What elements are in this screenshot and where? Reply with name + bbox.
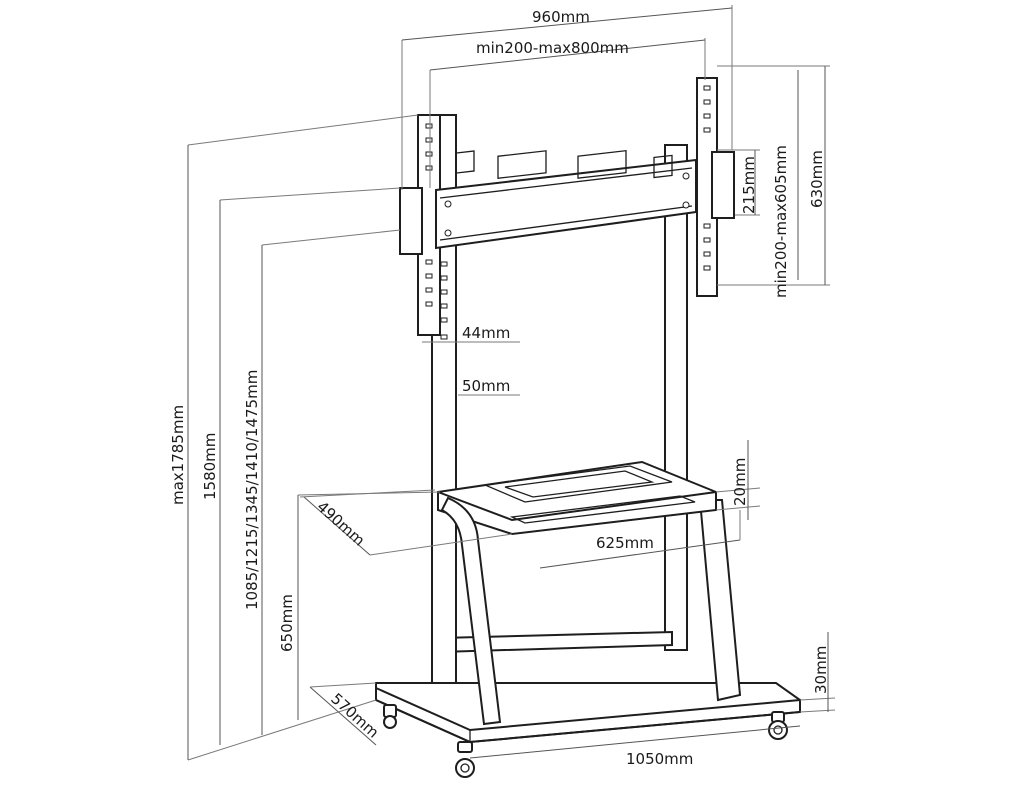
label-height-steps: 1085/1215/1345/1410/1475mm [243, 370, 261, 610]
right-clamp [711, 151, 735, 219]
stand-drawing [375, 77, 801, 778]
label-hole-spacing-50: 50mm [462, 377, 510, 395]
mounting-plate [435, 149, 697, 250]
caster-wheel [455, 741, 475, 778]
left-mount-rail [417, 114, 441, 336]
label-shelf-height: 650mm [278, 594, 296, 652]
label-vesa-horizontal: min200-max800mm [476, 39, 629, 57]
label-width-total: 960mm [532, 8, 590, 26]
caster-wheel [768, 711, 788, 740]
label-vesa-vertical: min200-max605mm [772, 145, 790, 298]
label-mount-offset: 215mm [740, 156, 758, 214]
label-shelf-depth: 490mm [313, 498, 368, 550]
label-shelf-width: 625mm [596, 534, 654, 552]
right-column [664, 144, 688, 651]
label-base-width: 1050mm [626, 750, 693, 768]
label-base-depth: 570mm [327, 690, 382, 742]
caster-wheel [383, 704, 397, 729]
label-shelf-thickness: 20mm [731, 458, 749, 506]
left-shelf-leg [440, 496, 502, 726]
label-hole-spacing-44: 44mm [462, 324, 510, 342]
left-clamp [399, 187, 423, 255]
label-height-1580: 1580mm [201, 433, 219, 500]
label-base-thickness: 30mm [812, 646, 830, 694]
dimension-lines [187, 5, 836, 761]
right-shelf-leg [698, 499, 742, 702]
label-panel-height: 630mm [808, 150, 826, 208]
label-height-max: max1785mm [169, 405, 187, 505]
